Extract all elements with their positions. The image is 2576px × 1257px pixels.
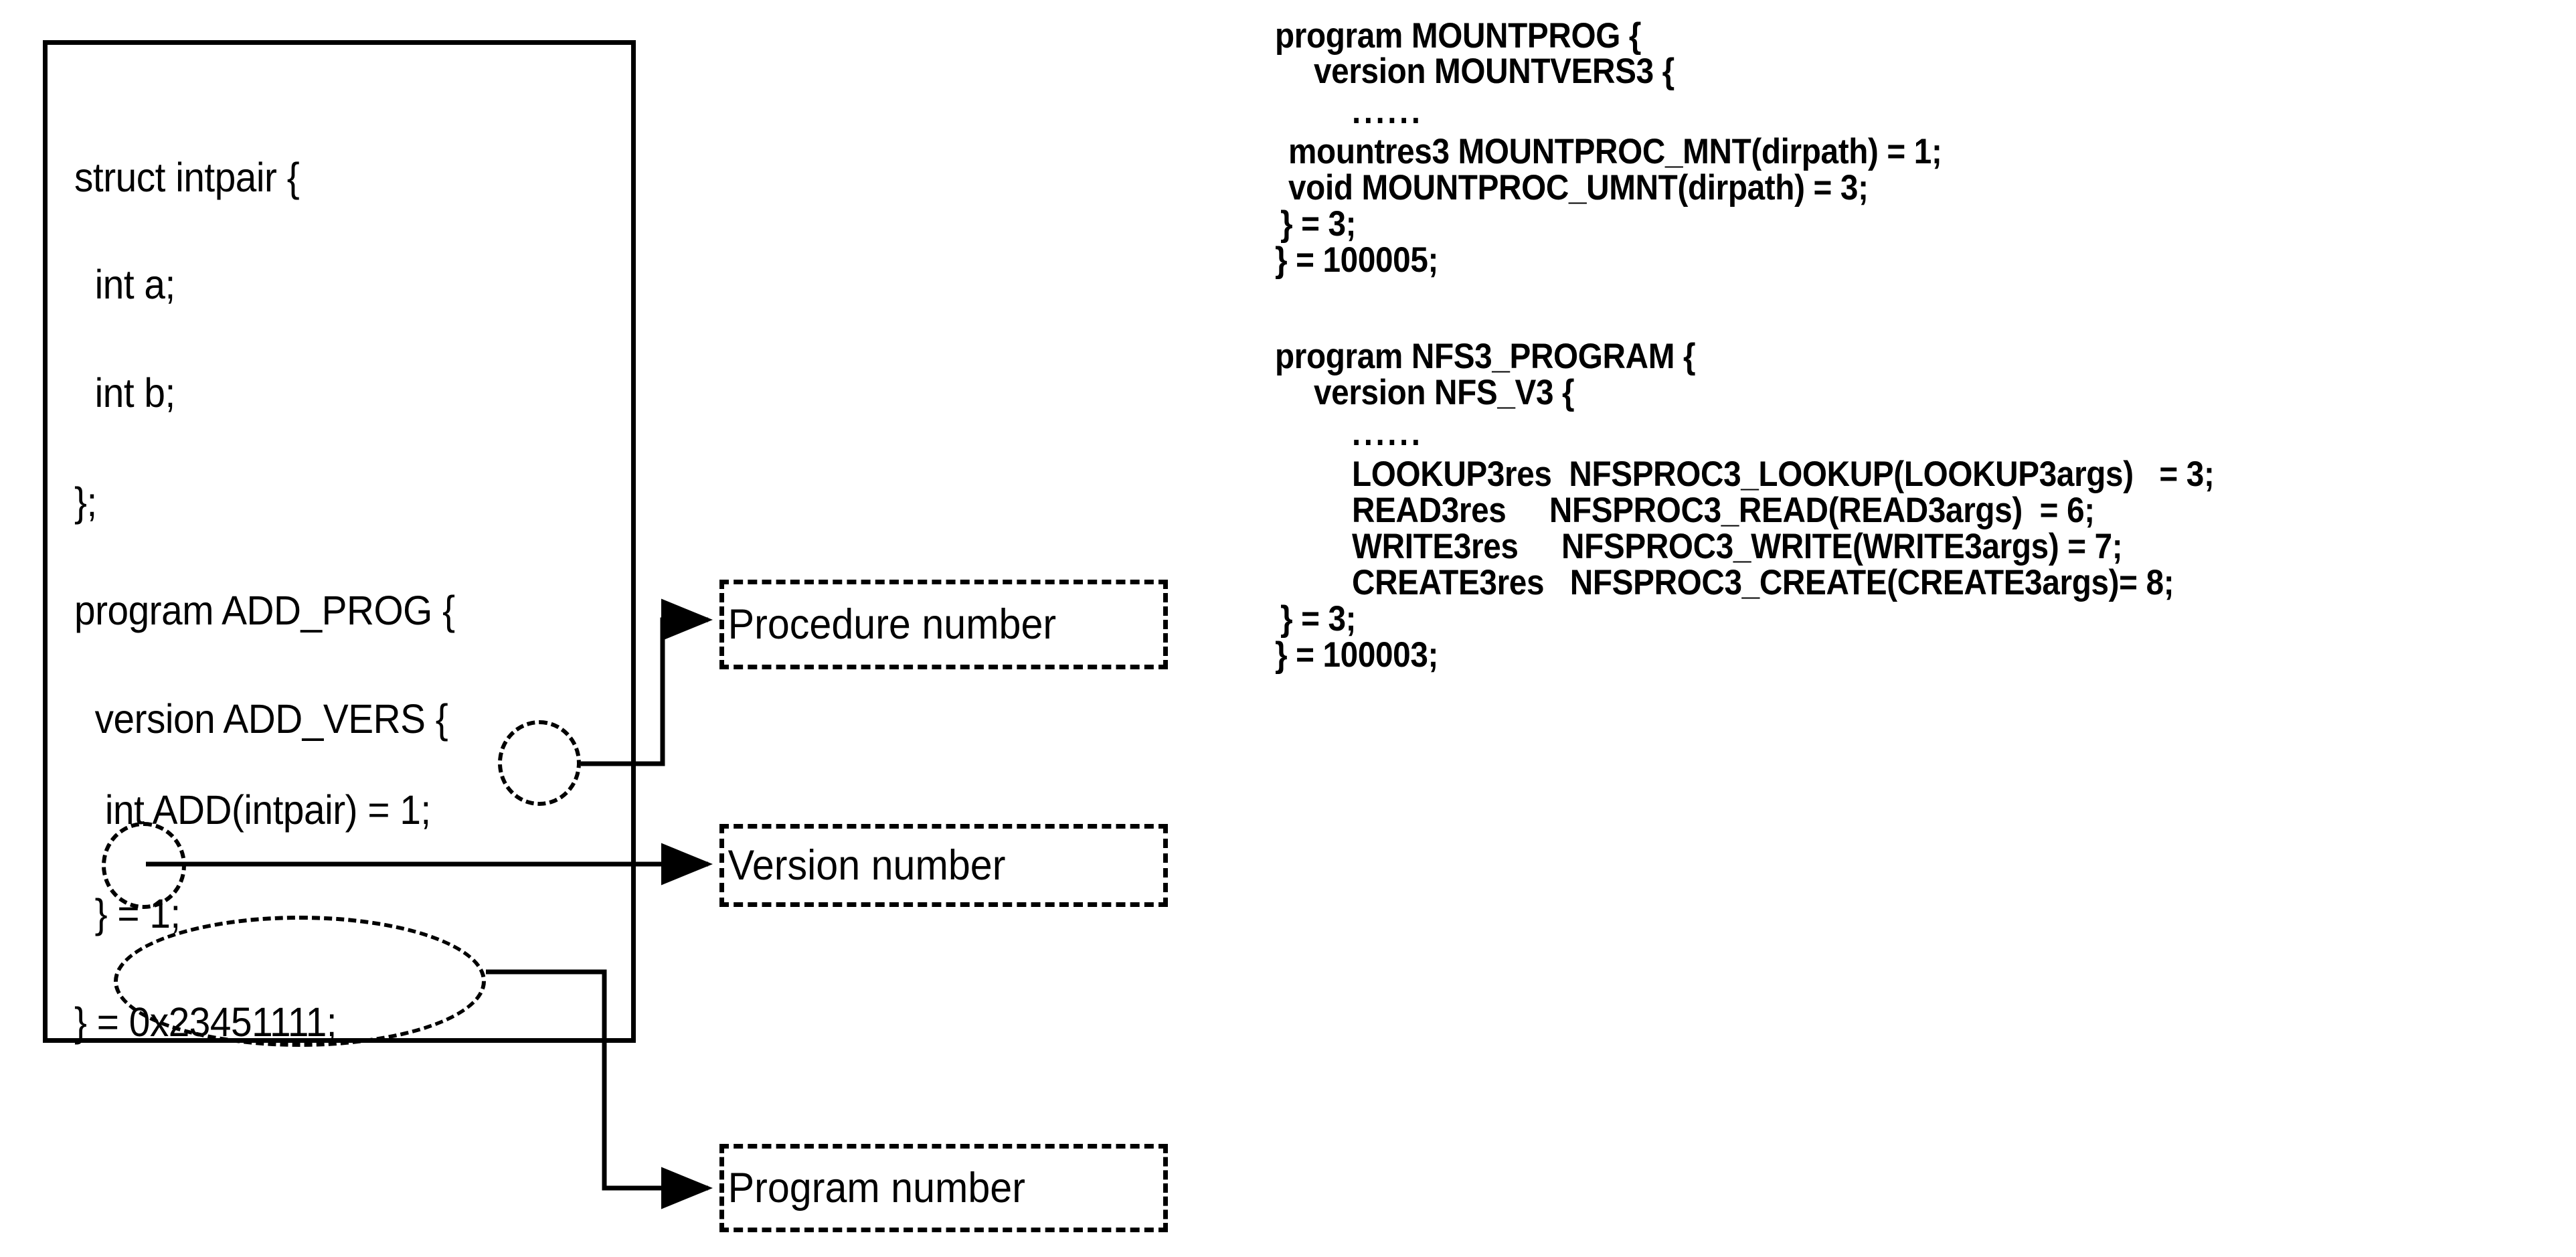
code-line: struct intpair { bbox=[74, 155, 300, 200]
code-line: version MOUNTVERS3 { bbox=[1314, 52, 1675, 91]
code-line: ...... bbox=[1352, 92, 1424, 131]
connector-program-number bbox=[486, 969, 713, 1209]
code-line: int ADD(intpair) = 1; bbox=[74, 787, 431, 833]
code-line: }; bbox=[74, 479, 97, 525]
code-line: mountres3 MOUNTPROC_MNT(dirpath) = 1; bbox=[1288, 132, 1942, 171]
code-line: WRITE3res NFSPROC3_WRITE(WRITE3args) = 7… bbox=[1352, 527, 2123, 566]
code-line: LOOKUP3res NFSPROC3_LOOKUP(LOOKUP3args) … bbox=[1352, 454, 2215, 494]
code-line: program NFS3_PROGRAM { bbox=[1275, 337, 1696, 376]
code-line: program MOUNTPROG { bbox=[1275, 16, 1642, 56]
code-line: } = 0x23451111; bbox=[74, 999, 337, 1045]
callout-program-number-label: Program number bbox=[727, 1164, 1025, 1211]
code-line: READ3res NFSPROC3_READ(READ3args) = 6; bbox=[1352, 491, 2095, 530]
code-line: program ADD_PROG { bbox=[74, 588, 455, 633]
callout-version-number: Version number bbox=[719, 824, 1168, 907]
code-line: int b; bbox=[74, 370, 176, 416]
connector-procedure-number bbox=[581, 598, 713, 766]
code-line: int a; bbox=[74, 262, 176, 307]
code-line: version NFS_V3 { bbox=[1314, 373, 1575, 412]
code-line: } = 100005; bbox=[1275, 240, 1439, 280]
code-line: ...... bbox=[1352, 414, 1424, 453]
nfs-rpc-examples-panel: program MOUNTPROG {version MOUNTVERS3 {.… bbox=[1275, 0, 2576, 1257]
code-line: void MOUNTPROC_UMNT(dirpath) = 3; bbox=[1288, 168, 1869, 207]
rpc-definition-box: struct intpair { int a; int b;}; program … bbox=[43, 40, 636, 1043]
code-line: version ADD_VERS { bbox=[74, 696, 448, 742]
code-line: } = 3; bbox=[1280, 204, 1357, 244]
code-line: } = 3; bbox=[1280, 599, 1357, 639]
code-line: } = 1; bbox=[74, 891, 181, 936]
code-line: CREATE3res NFSPROC3_CREATE(CREATE3args)=… bbox=[1352, 563, 2174, 602]
callout-version-number-label: Version number bbox=[727, 841, 1006, 889]
code-line: } = 100003; bbox=[1275, 635, 1439, 675]
callout-procedure-number-label: Procedure number bbox=[727, 600, 1057, 648]
callout-procedure-number: Procedure number bbox=[719, 580, 1168, 669]
callout-program-number: Program number bbox=[719, 1144, 1168, 1232]
